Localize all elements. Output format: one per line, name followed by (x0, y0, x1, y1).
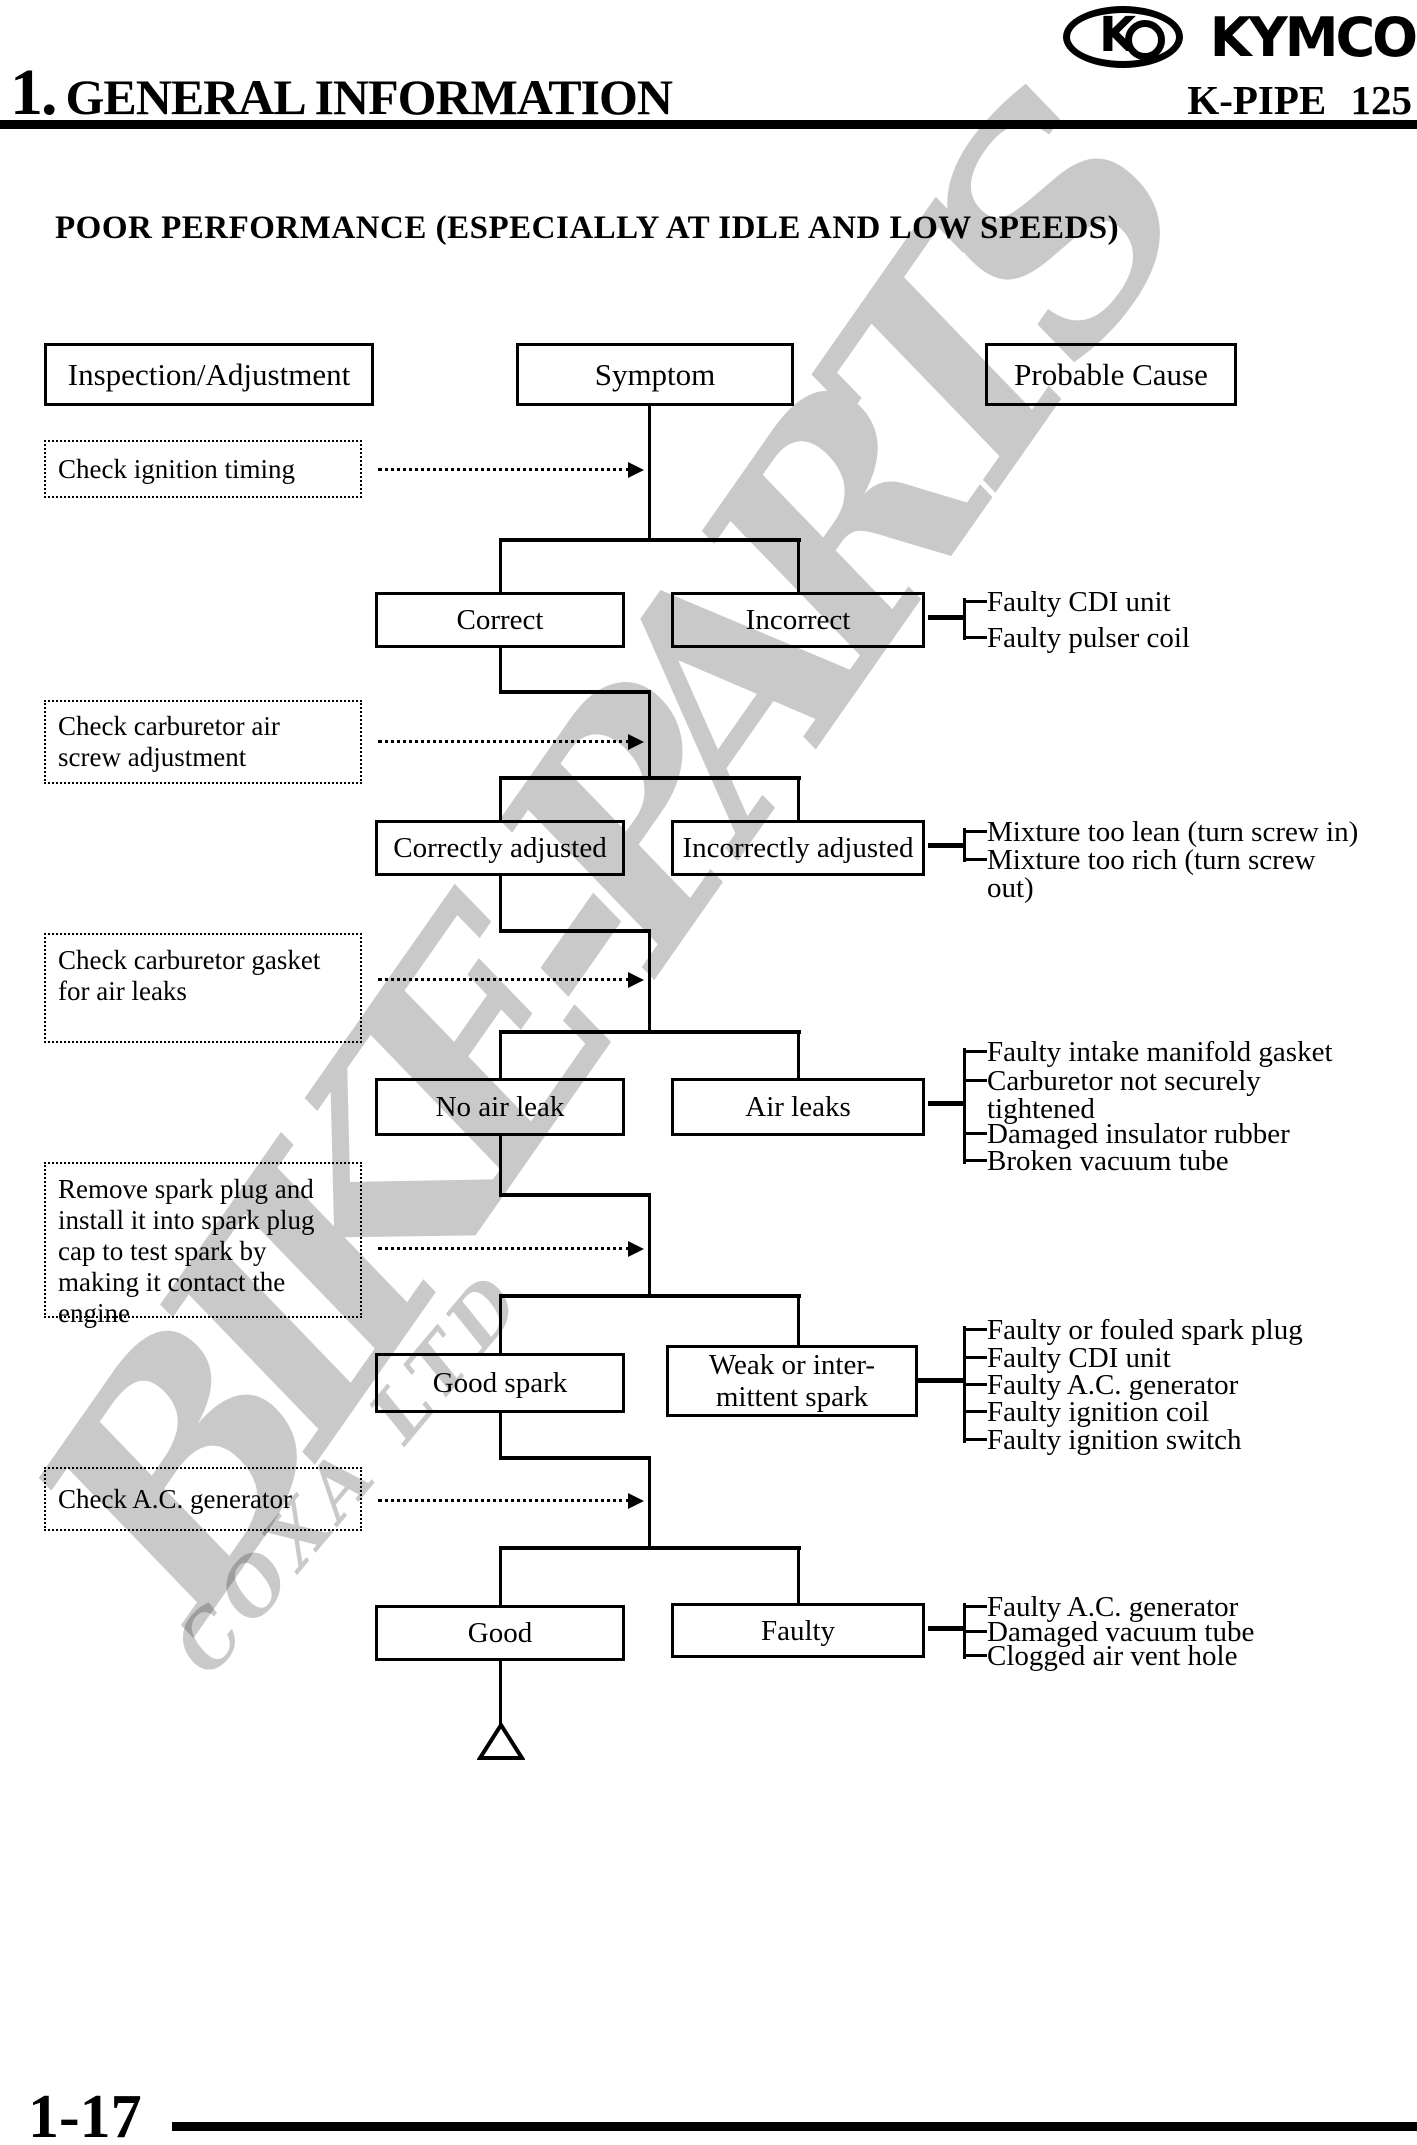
flow-connector-line (499, 1456, 651, 1460)
arrow-head-icon (628, 734, 644, 750)
result-box-correct: Correct (375, 592, 625, 648)
page-number: 1-17 (28, 2083, 142, 2145)
arrow-head-icon (628, 1493, 644, 1509)
cause-item: Damaged insulator rubber (963, 1120, 1290, 1149)
brand-name: KYMCO (1209, 6, 1417, 69)
check-box-spark-test: Remove spark plug and install it into sp… (44, 1162, 362, 1328)
result-box-incorrectly-adjusted: Incorrectly adjusted (671, 820, 925, 876)
kymco-ring-icon (1125, 20, 1165, 60)
brand-logo: K KYMCO (1063, 4, 1417, 70)
flow-connector-line (499, 1298, 502, 1353)
result-box-weak-spark: Weak or inter-mittent spark (666, 1345, 918, 1417)
flow-connector-line (499, 1034, 502, 1080)
section-heading: 1.GENERAL INFORMATION (10, 55, 674, 131)
cause-bracket-line (963, 598, 966, 640)
footer-rule (172, 2122, 1417, 2131)
column-header-probable-cause: Probable Cause (985, 343, 1237, 406)
arrow-head-icon (628, 972, 644, 988)
cause-stem-line (928, 615, 966, 620)
cause-item: Faulty intake manifold gasket (963, 1038, 1333, 1067)
result-box-faulty: Faulty (671, 1603, 925, 1658)
cause-item: Faulty A.C. generator (963, 1593, 1238, 1622)
section-number: 1. (10, 56, 57, 129)
flow-connector-line (648, 1460, 651, 1548)
result-box-air-leaks: Air leaks (671, 1078, 925, 1136)
flow-connector-line (648, 406, 651, 540)
cause-stem-line (928, 1626, 966, 1631)
flow-connector-line (499, 929, 651, 933)
arrow-shaft (378, 1499, 630, 1502)
flow-connector-line (499, 876, 502, 933)
page-title: POOR PERFORMANCE (ESPECIALLY AT IDLE AND… (55, 210, 1120, 246)
column-header-inspection: Inspection/Adjustment (44, 343, 374, 406)
flow-connector-line (499, 776, 801, 780)
column-header-symptom: Symptom (516, 343, 794, 406)
cause-item: Carburetor not securely tightened (963, 1067, 1357, 1124)
flow-connector-line (499, 1136, 502, 1197)
cause-item: Faulty CDI unit (963, 588, 1171, 617)
flow-connector-line (499, 1546, 801, 1550)
check-box-gasket-air-leaks: Check carburetor gasket for air leaks (44, 933, 362, 1043)
flow-connector-line (797, 1298, 800, 1345)
flow-connector-line (797, 780, 800, 822)
flow-connector-line (648, 694, 651, 780)
result-box-good: Good (375, 1605, 625, 1661)
flow-connector-line (499, 542, 502, 594)
flow-connector-line (797, 542, 800, 594)
cause-item: Clogged air vent hole (963, 1642, 1237, 1671)
header-rule (0, 120, 1417, 129)
check-box-ac-generator: Check A.C. generator (44, 1467, 362, 1531)
result-box-incorrect: Incorrect (671, 592, 925, 648)
cause-stem-line (928, 1101, 966, 1106)
arrow-shaft (378, 978, 630, 981)
section-title: GENERAL INFORMATION (65, 69, 674, 125)
check-box-air-screw: Check carburetor air screw adjustment (44, 700, 362, 784)
flow-connector-line (499, 1193, 651, 1197)
check-box-ignition-timing: Check ignition timing (44, 440, 362, 498)
result-box-correctly-adjusted: Correctly adjusted (375, 820, 625, 876)
cause-item: Mixture too lean (turn screw in) (963, 818, 1358, 847)
cause-item: Broken vacuum tube (963, 1147, 1229, 1176)
flow-connector-line (499, 1294, 801, 1298)
flow-connector-line (648, 1197, 651, 1296)
flow-connector-line (648, 933, 651, 1032)
flow-connector-line (797, 1034, 800, 1080)
cause-bracket-line (963, 828, 966, 862)
arrow-shaft (378, 740, 630, 743)
flow-connector-line (499, 690, 651, 694)
cause-stem-line (916, 1378, 966, 1383)
cause-item: Damaged vacuum tube (963, 1618, 1254, 1647)
cause-item: Faulty A.C. generator (963, 1371, 1238, 1400)
result-box-good-spark: Good spark (375, 1353, 625, 1413)
arrow-head-icon (628, 462, 644, 478)
model-name: K-PIPE 125 (1187, 77, 1412, 123)
result-box-no-air-leak: No air leak (375, 1078, 625, 1136)
arrow-shaft (378, 1247, 630, 1250)
kymco-ellipse-icon (1063, 6, 1183, 68)
cause-item: Faulty CDI unit (963, 1344, 1171, 1373)
flow-connector-line (499, 538, 801, 542)
arrow-shaft (378, 468, 630, 471)
cause-item: Faulty or fouled spark plug (963, 1316, 1303, 1345)
flow-connector-line (499, 1550, 502, 1605)
cause-item: Faulty ignition switch (963, 1426, 1242, 1455)
cause-item: Faulty ignition coil (963, 1398, 1209, 1427)
flow-connector-line (499, 1661, 502, 1725)
continuation-triangle-icon (477, 1722, 525, 1760)
cause-item: Faulty pulser coil (963, 624, 1190, 653)
cause-item: Mixture too rich (turn screw out) (963, 846, 1357, 903)
cause-stem-line (928, 843, 966, 848)
arrow-head-icon (628, 1241, 644, 1257)
flow-connector-line (797, 1550, 800, 1603)
flow-connector-line (499, 780, 502, 822)
flow-connector-line (499, 1030, 801, 1034)
flow-connector-line (499, 648, 502, 694)
flow-connector-line (499, 1413, 502, 1460)
cause-bracket-line (963, 1048, 966, 1164)
